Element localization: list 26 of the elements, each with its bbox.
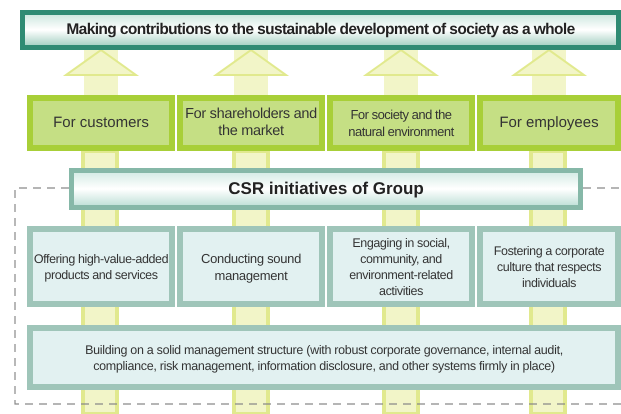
stakeholder-box — [27, 95, 175, 151]
box-text: Engaging in social, community, and environment-related activities — [348, 234, 454, 298]
stakeholder-box — [477, 95, 621, 151]
upward-arrow — [215, 49, 287, 95]
upward-arrow — [513, 49, 585, 95]
box-text: Fostering a corporate culture that respects individuals — [492, 242, 606, 290]
box-text: CSR initiatives of Group — [228, 178, 424, 200]
initiatives-banner — [69, 168, 583, 210]
box-text: For customers — [53, 112, 149, 133]
initiative-box — [327, 226, 475, 307]
box-text: Building on a solid management structure (with robust corporate governance, internal audit, compliance, risk management, information disclosure, and other systems firmly in place) — [84, 342, 564, 374]
box-text: For society and the natural environment — [347, 106, 456, 140]
goal-banner — [20, 10, 621, 50]
box-text: For employees — [499, 112, 599, 133]
initiative-box — [27, 226, 175, 307]
box-text: For shareholders and the market — [184, 106, 318, 140]
box-text: Conducting sound management — [200, 250, 302, 284]
initiative-box — [177, 226, 325, 307]
stakeholder-box — [327, 95, 475, 151]
stakeholder-box — [177, 95, 325, 151]
initiative-box — [477, 226, 621, 307]
box-text: Offering high-value-added products and services — [33, 250, 169, 282]
foundation-box — [27, 325, 621, 390]
upward-arrow — [365, 49, 437, 95]
upward-arrow — [65, 49, 137, 95]
box-text: Making contributions to the sustainable development of society as a whole — [66, 20, 575, 40]
